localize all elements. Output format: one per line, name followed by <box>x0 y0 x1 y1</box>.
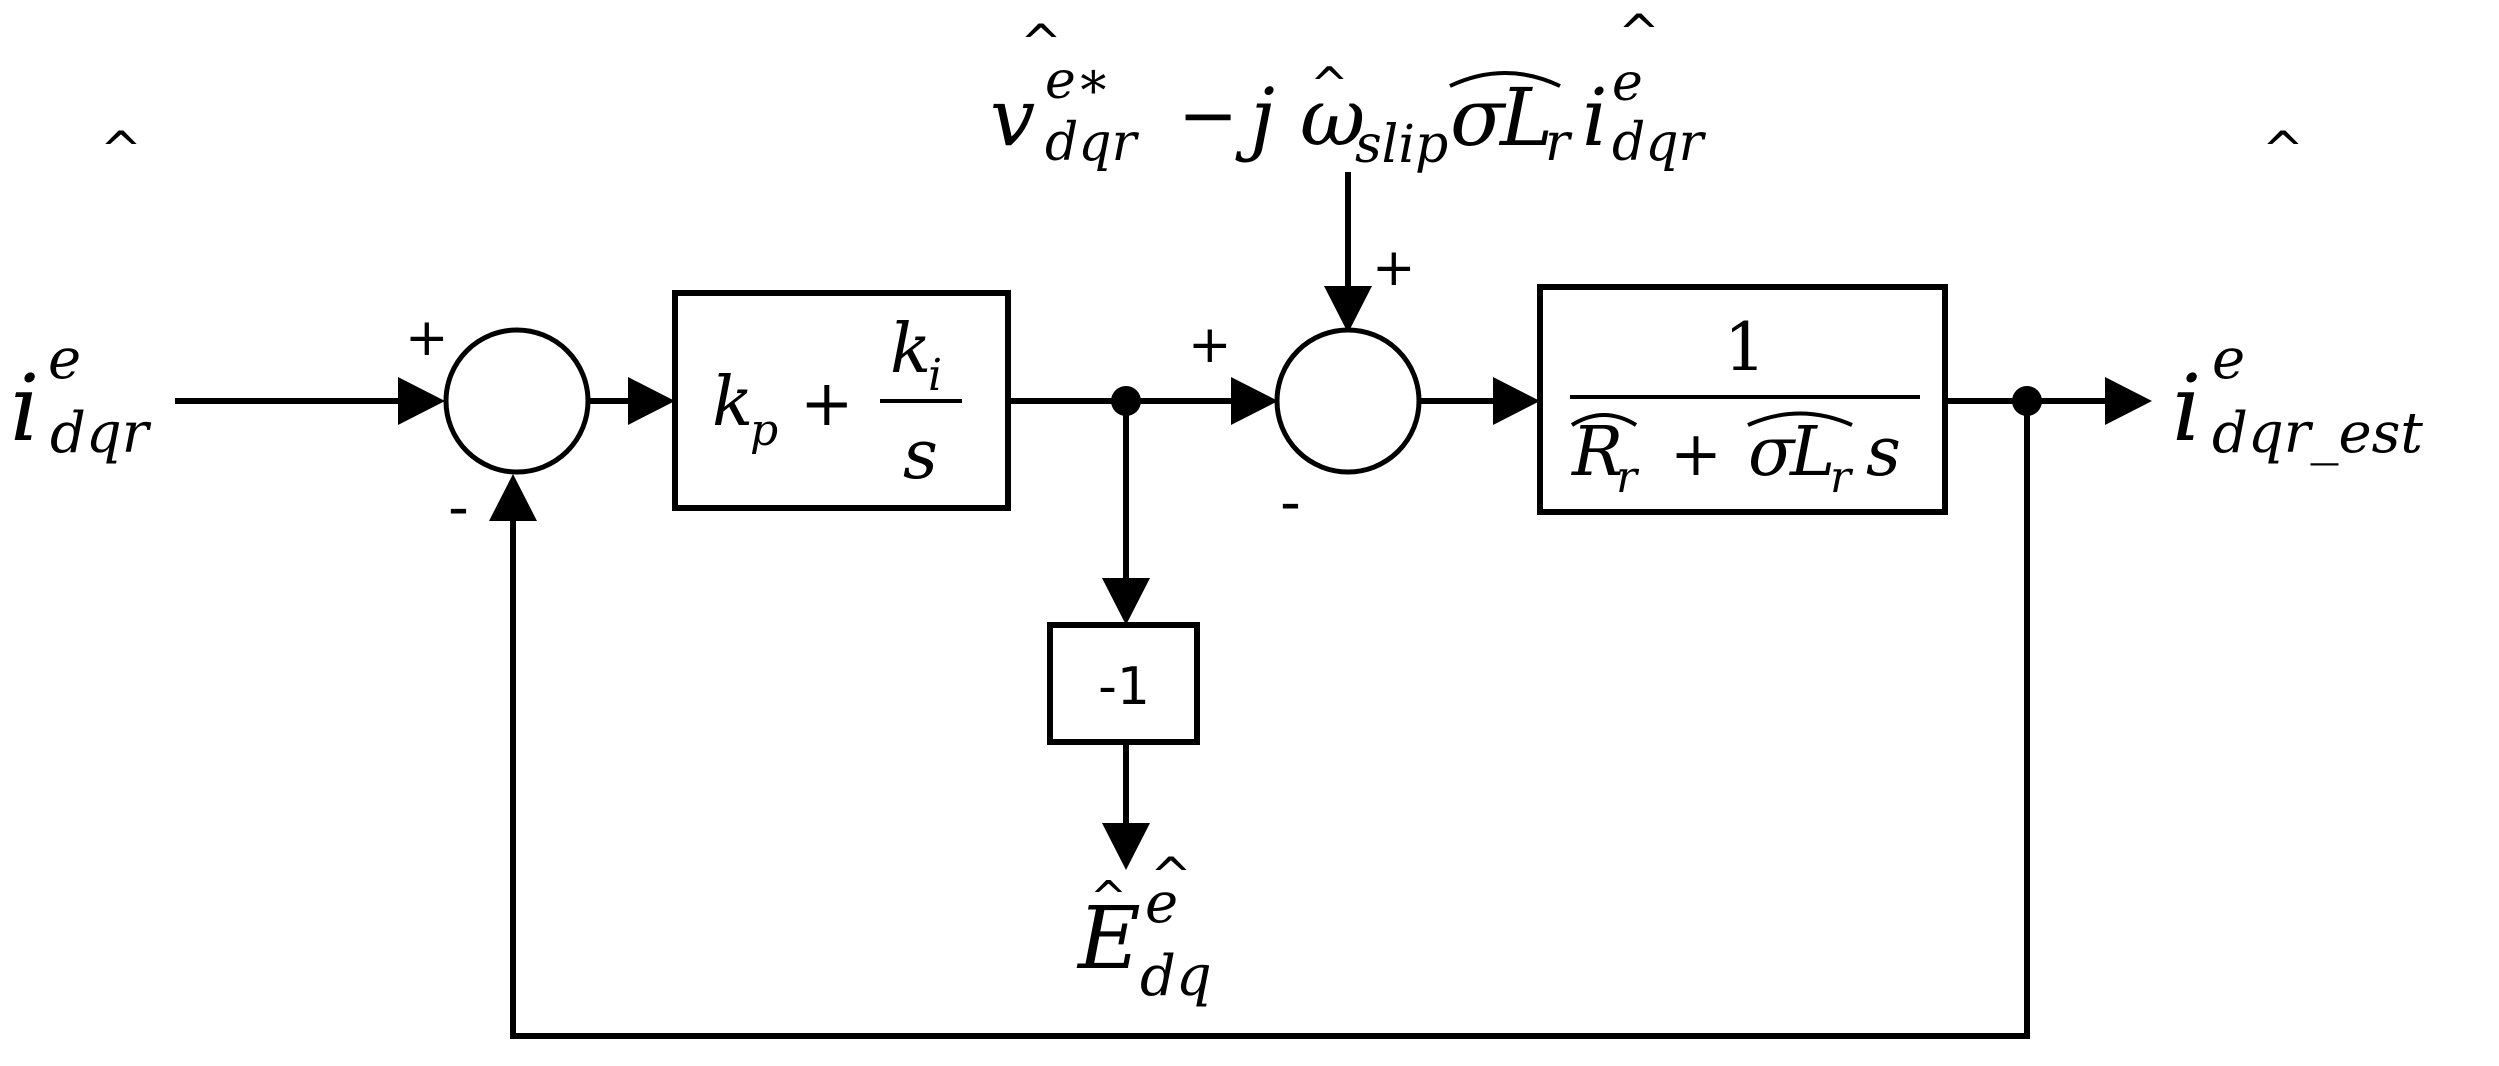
plant-R: R <box>1570 413 1623 492</box>
summing-junction-1 <box>443 327 591 475</box>
sum2-to-plant-arrowhead <box>1493 377 1540 425</box>
input-sub: dqr <box>50 401 152 466</box>
input-hat: ^ <box>100 121 142 179</box>
input-base: i <box>10 355 39 462</box>
emf-base: E <box>1076 889 1141 989</box>
pi-ki: k <box>890 310 931 389</box>
ff-i: i <box>1582 71 1608 164</box>
output-sub: dqr_est <box>2212 401 2423 466</box>
pi-kp-sub: p <box>750 405 778 456</box>
ff-omega: ω <box>1300 71 1365 164</box>
input-sup: e <box>48 327 81 392</box>
sum1-minus-sign: - <box>448 473 469 541</box>
ff-v-sub: dqr <box>1045 113 1140 173</box>
emf-estimate-label: ^ E ^ e dq <box>1076 847 1212 1009</box>
ff-sigma: σ <box>1450 71 1507 164</box>
output-signal-label: ^ i e dqr_est <box>2172 121 2423 466</box>
gain-out-arrowhead <box>1102 823 1150 870</box>
output-sup: e <box>2212 327 2245 392</box>
pi-den: s <box>903 416 938 495</box>
ff-L: L <box>1498 71 1553 164</box>
ff-i-hat: ^ <box>1618 4 1660 62</box>
plant-sigma: σ <box>1748 413 1796 492</box>
ff-minus: − <box>1178 73 1238 157</box>
ff-v: v <box>990 71 1035 164</box>
ff-omega-sub: slip <box>1355 115 1448 175</box>
sum1-to-pi-arrowhead <box>628 377 675 425</box>
ff-L-sub: r <box>1545 113 1573 173</box>
branch-down-arrowhead <box>1102 578 1150 625</box>
gain-block <box>1047 622 1200 745</box>
plant-L: L <box>1788 413 1835 492</box>
plant-s: s <box>1866 413 1901 492</box>
output-arrowhead <box>2105 377 2152 425</box>
ff-v-sup: e∗ <box>1045 51 1111 111</box>
input-signal-label: ^ i e dqr <box>10 121 152 466</box>
summing-junction-2 <box>1274 327 1422 475</box>
sum2-minus-sign: - <box>1280 468 1301 536</box>
emf-sub: dq <box>1140 944 1212 1009</box>
output-base: i <box>2172 355 2201 462</box>
emf-base-hat: ^ <box>1090 872 1127 923</box>
plant-num: 1 <box>1724 309 1766 386</box>
pi-plus: + <box>800 367 854 441</box>
feedforward-arrowhead <box>1324 286 1372 333</box>
plant-expression: 1 R r + σ L r s <box>1570 309 1920 503</box>
gain-label: -1 <box>1098 657 1150 717</box>
sum2-plus-top-sign: + <box>1372 238 1416 298</box>
pi-kp: k <box>712 363 753 442</box>
ff-omega-hat: ^ <box>1310 57 1349 111</box>
pi-ki-sub: i <box>928 350 942 401</box>
ff-sigmaL-hat <box>1449 71 1561 88</box>
plant-R-hat <box>1570 413 1638 427</box>
pi-to-sum2-arrowhead <box>1231 377 1278 425</box>
input-arrowhead <box>398 377 445 425</box>
sum1-plus-sign: + <box>405 308 449 368</box>
output-hat: ^ <box>2262 121 2304 179</box>
plant-sigmaL-hat <box>1747 411 1853 427</box>
emf-hat: ^ <box>1150 847 1192 905</box>
ff-i-sub: dqr <box>1612 113 1707 173</box>
plant-R-sub: r <box>1616 452 1640 503</box>
plant-plus: + <box>1670 417 1722 490</box>
feedback-path <box>510 401 2030 1039</box>
feedback-arrowhead <box>489 474 537 521</box>
ff-j: j <box>1235 71 1275 164</box>
ff-v-hat: ^ <box>1020 14 1062 72</box>
feedforward-label: ^ v e∗ dqr − j ω ^ slip σ L r i ^ e dqr <box>990 4 1707 175</box>
pi-expression: k p + k i s <box>712 310 962 495</box>
ff-i-sup: e <box>1612 53 1643 113</box>
sum2-plus-left-sign: + <box>1188 315 1232 375</box>
plant-L-sub: r <box>1830 452 1854 503</box>
emf-sup: e <box>1145 871 1178 936</box>
